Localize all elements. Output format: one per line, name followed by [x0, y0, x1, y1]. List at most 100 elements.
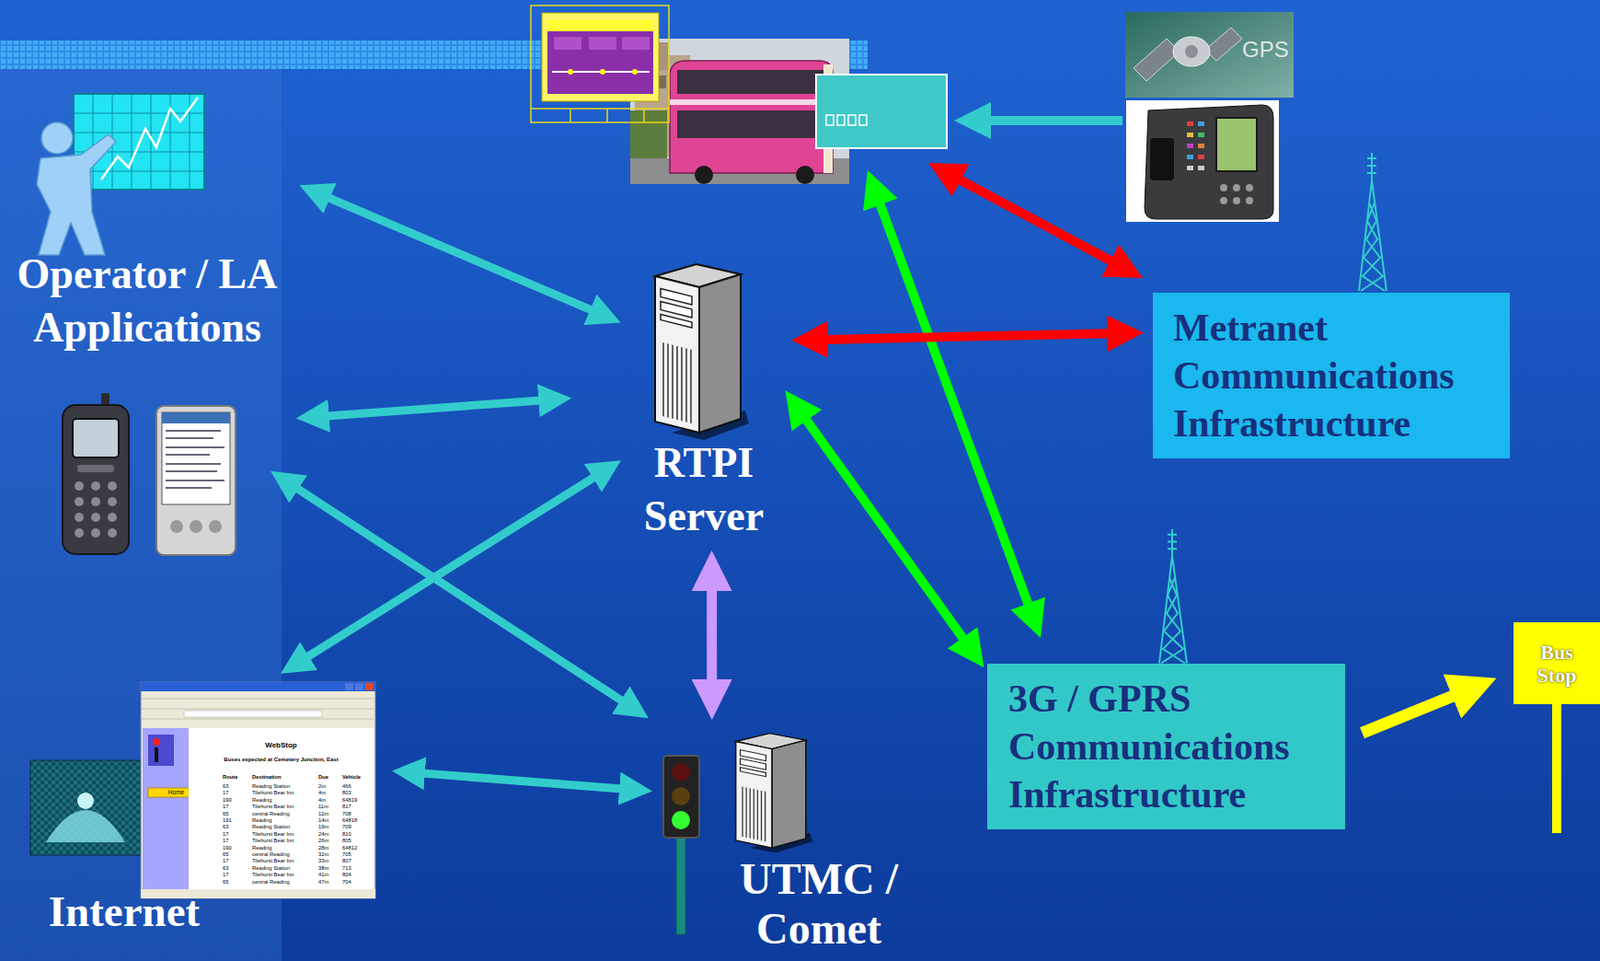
webpage-screenshot — [184, 710, 323, 717]
gps-satellite — [1205, 27, 1243, 61]
connector-arrow — [805, 417, 965, 640]
handheld-terminal — [1197, 154, 1205, 160]
label-holder: 64819 — [342, 796, 357, 804]
label-holder: 17 — [222, 830, 229, 838]
passenger-display — [530, 108, 669, 123]
webpage-screenshot — [142, 727, 189, 889]
webpage-screenshot — [140, 681, 376, 691]
traffic-light — [671, 810, 691, 829]
table-cell: 705 — [342, 851, 352, 857]
table-cell: 65 — [222, 851, 229, 857]
table-cell: 17 — [222, 803, 229, 809]
gps-satellite — [1173, 36, 1210, 67]
bus-stop-pole — [1552, 703, 1562, 833]
label-holder: 19m — [318, 823, 329, 830]
label-holder: central Reading — [252, 878, 290, 886]
label-holder: 17 — [222, 857, 229, 864]
handheld-terminal — [1186, 132, 1194, 138]
label-holder: 33m — [318, 857, 329, 864]
table-cell: Tilehurst Bear Inn — [252, 830, 295, 837]
label-holder: central Reading — [252, 810, 290, 818]
label-holder: 705 — [342, 851, 352, 858]
bus-stop-sign: Bus Stop — [1513, 621, 1600, 704]
label-holder: 28m — [318, 844, 329, 852]
handheld-terminal — [1245, 196, 1254, 205]
passenger-display — [621, 36, 650, 50]
webpage-screenshot — [188, 727, 374, 889]
handheld-terminal — [1197, 143, 1205, 149]
table-cell: 47m — [318, 878, 329, 885]
table-cell: 33m — [318, 857, 329, 864]
operator-icon — [41, 122, 73, 154]
table-header: Due — [318, 773, 329, 780]
table-cell: 709 — [342, 823, 352, 829]
operator-icon — [73, 93, 205, 190]
traffic-light — [671, 786, 691, 806]
label-holder: Tilehurst Bear Inn — [252, 857, 295, 864]
on-board-unit — [848, 115, 856, 126]
label-holder: 41m — [318, 871, 329, 878]
handheld-terminal — [1144, 104, 1274, 219]
label-holder: 4m — [318, 796, 326, 804]
pda — [156, 405, 236, 555]
label-holder: 817 — [342, 803, 352, 810]
mobile-phone — [77, 464, 115, 472]
label-holder: Tilehurst Bear Inn — [252, 830, 295, 838]
node-label: 3G / GPRS Communications Infrastructure — [1008, 674, 1331, 818]
bus-photo — [694, 165, 714, 185]
node-label: UTMC / Comet — [722, 853, 916, 954]
label-holder: Tilehurst Bear Inn — [252, 803, 295, 810]
table-cell: Reading — [252, 844, 273, 851]
mobile-phone — [107, 481, 117, 491]
label-holder: 17 — [222, 803, 229, 810]
label-holder: 810 — [342, 830, 352, 838]
connector-arrow — [825, 333, 1110, 340]
label-holder: 190 — [222, 844, 232, 852]
network-box: Metranet Communications Infrastructure — [1152, 292, 1510, 459]
label-holder: 32m — [318, 851, 329, 858]
label-holder: 65 — [222, 810, 229, 818]
handheld-terminal — [1220, 184, 1228, 192]
pda — [208, 519, 222, 533]
mobile-phone — [91, 481, 101, 491]
label-holder: 63 — [222, 823, 229, 830]
mobile-phone — [74, 481, 84, 491]
pda — [156, 405, 236, 555]
page-heading: WebStop — [264, 740, 298, 749]
connector-arrow — [327, 196, 593, 311]
table-cell: 708 — [342, 810, 352, 817]
operator-icon — [73, 93, 205, 190]
table-cell: 190 — [222, 844, 232, 851]
label-holder: 17 — [222, 837, 229, 844]
table-cell: 64819 — [342, 796, 357, 803]
label-holder: 47m — [318, 878, 329, 886]
passenger-display — [547, 20, 654, 94]
table-cell: 4m — [318, 796, 326, 803]
mobile-phone — [62, 404, 129, 554]
utmc-server-icon — [736, 733, 814, 853]
label-holder: Route — [222, 773, 238, 781]
label-holder: 704 — [342, 878, 352, 886]
table-cell: 38m — [318, 864, 329, 871]
webpage-screenshot — [140, 681, 376, 898]
text-holder: RTPI Server — [625, 436, 783, 543]
label-holder: 65 — [222, 878, 229, 886]
table-cell: 11m — [318, 803, 329, 809]
label-holder: 14m — [318, 817, 329, 824]
table-cell: Reading Station — [252, 823, 290, 829]
mobile-phone — [107, 512, 117, 522]
node-label: Bus Stop — [1526, 640, 1588, 687]
mobile-phone — [74, 528, 84, 538]
table-cell: 26m — [318, 837, 329, 843]
table-cell: Reading — [252, 796, 273, 803]
text-holder: 3G / GPRS Communications Infrastructure — [987, 663, 1346, 829]
handheld-terminal — [1216, 117, 1257, 172]
on-board-unit — [816, 74, 947, 149]
bus-photo — [677, 69, 825, 94]
table-cell: 28m — [318, 844, 329, 851]
label-holder: Buses expected at Cemetery Junction, Eas… — [188, 756, 374, 763]
pda — [165, 430, 225, 488]
label-holder: 64818 — [342, 817, 357, 824]
passenger-display — [553, 36, 582, 50]
